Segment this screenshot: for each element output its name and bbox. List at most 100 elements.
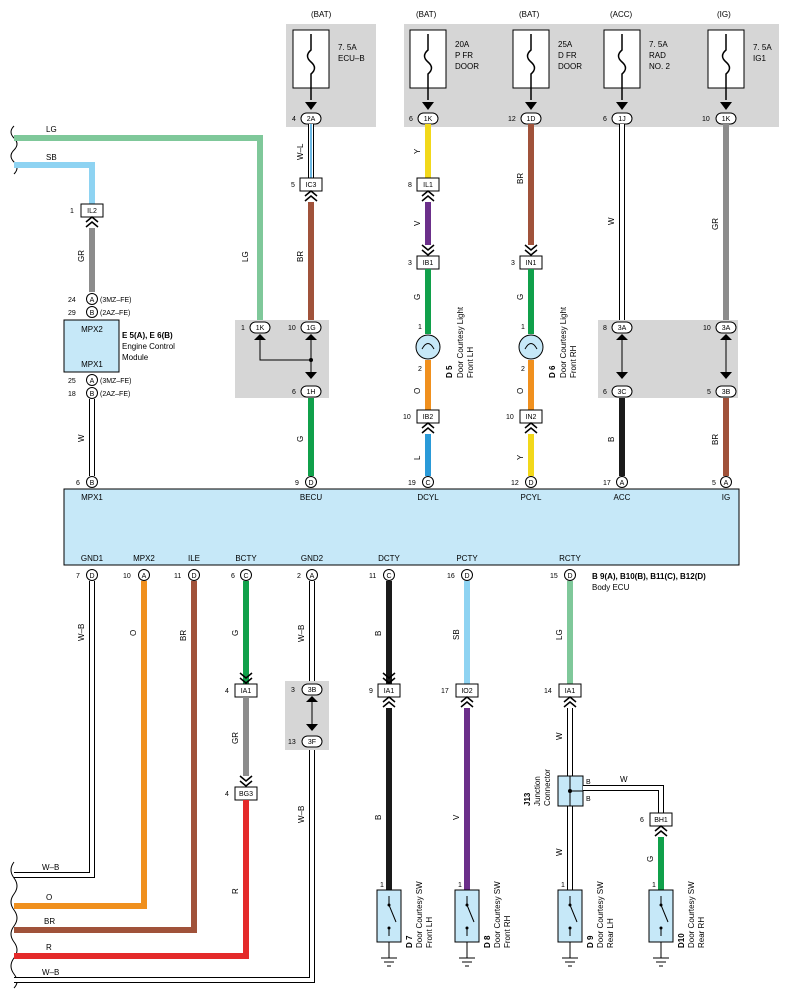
svg-text:6: 6 [76, 480, 80, 487]
svg-text:IB1: IB1 [423, 260, 434, 267]
svg-text:1J: 1J [618, 116, 625, 123]
wire-label: B [374, 815, 383, 820]
svg-text:MPX1: MPX1 [81, 360, 103, 369]
junction-2-connectors: 3A 8 3C 6 3A 10 3B 5 [603, 321, 737, 398]
svg-text:17: 17 [441, 688, 449, 695]
svg-text:DOOR: DOOR [455, 62, 479, 71]
wire-label: R [46, 943, 52, 952]
svg-text:DCTY: DCTY [378, 554, 400, 563]
chevron-icon [239, 775, 253, 787]
wire-br-ile [14, 581, 197, 933]
chevron-icon [239, 672, 253, 684]
svg-text:1: 1 [380, 882, 384, 889]
svg-text:B: B [586, 796, 591, 803]
wire-r-bcty [14, 800, 249, 959]
fuse-source-label: (ACC) [610, 10, 633, 19]
svg-text:Door Courtesy Light: Door Courtesy Light [559, 306, 568, 378]
svg-text:Module: Module [122, 353, 149, 362]
svg-text:11: 11 [174, 573, 181, 580]
wire-label: B [607, 437, 616, 442]
svg-text:Rear RH: Rear RH [697, 917, 706, 948]
svg-text:16: 16 [447, 573, 455, 580]
wire-label: B [374, 631, 383, 636]
svg-text:RCTY: RCTY [559, 554, 581, 563]
svg-text:BG3: BG3 [239, 791, 253, 798]
wire-label: O [413, 388, 422, 394]
svg-text:3: 3 [291, 687, 295, 694]
wire-lg-top [14, 135, 263, 322]
svg-text:7. 5A: 7. 5A [753, 43, 772, 52]
svg-text:C: C [243, 573, 248, 580]
svg-text:(3MZ–FE): (3MZ–FE) [100, 297, 132, 304]
wire-label: LG [241, 251, 250, 262]
connector-in2: IN2 10 [506, 409, 543, 424]
door-light-front-lh: D 5 Door Courtesy Light Front LH [415, 306, 475, 378]
wire-label: O [129, 630, 138, 636]
wire-label: W [555, 732, 564, 740]
svg-text:A: A [620, 480, 625, 487]
body-ecu: MPX1 BECU DCYL PCYL ACC IG GND1 MPX2 ILE… [63, 488, 740, 566]
wire-label: W–B [42, 863, 59, 872]
svg-text:13: 13 [288, 739, 296, 746]
wire-label: W [555, 848, 564, 856]
svg-text:Engine Control: Engine Control [122, 342, 175, 351]
svg-text:B: B [586, 779, 591, 786]
svg-text:2A: 2A [307, 116, 316, 123]
svg-text:Door Courtesy SW: Door Courtesy SW [415, 881, 424, 948]
door-switch-d9: 1 D 9 Door Courtesy SW Rear LH [557, 881, 615, 967]
svg-text:6: 6 [603, 389, 607, 396]
chevron-icon [524, 244, 538, 256]
svg-text:10: 10 [403, 414, 411, 421]
svg-text:DOOR: DOOR [558, 62, 582, 71]
svg-text:12: 12 [511, 480, 519, 487]
connector-ib1: IB1 3 [408, 255, 440, 270]
svg-text:8: 8 [408, 182, 412, 189]
svg-text:9: 9 [369, 688, 373, 695]
svg-text:10: 10 [702, 116, 710, 123]
svg-text:ILE: ILE [188, 554, 200, 563]
fuse-rad-no2: 7. 5A RAD NO. 2 [603, 29, 670, 100]
pin-label: 2 [418, 366, 422, 373]
svg-text:PCYL: PCYL [521, 493, 542, 502]
svg-text:IC3: IC3 [306, 182, 317, 189]
door-switch-d8: 1 D 8 Door Courtesy SW Front RH [454, 881, 512, 967]
svg-text:IB2: IB2 [423, 414, 434, 421]
svg-text:1K: 1K [722, 116, 731, 123]
svg-text:29: 29 [68, 310, 76, 317]
ecm-pins-top: A 24 (3MZ–FE) B 29 (2AZ–FE) [68, 293, 132, 318]
wire-label: GR [77, 250, 86, 262]
wire-label: L [413, 455, 422, 460]
svg-text:E 5(A), E 6(B): E 5(A), E 6(B) [122, 331, 173, 340]
svg-text:25: 25 [68, 378, 76, 385]
svg-text:IG1: IG1 [753, 54, 766, 63]
svg-text:5: 5 [707, 389, 711, 396]
svg-text:BECU: BECU [300, 493, 322, 502]
svg-text:BCTY: BCTY [235, 554, 257, 563]
wire-label: V [452, 814, 461, 820]
svg-text:(3MZ–FE): (3MZ–FE) [100, 378, 132, 385]
pin-label: 1 [521, 324, 525, 331]
wire-w-j13-bh1 [583, 785, 664, 813]
svg-text:D: D [89, 573, 94, 580]
fuse-source-label: (BAT) [519, 10, 540, 19]
svg-text:B: B [90, 480, 95, 487]
svg-text:ECU–B: ECU–B [338, 54, 365, 63]
svg-text:P FR: P FR [455, 51, 473, 60]
svg-text:24: 24 [68, 297, 76, 304]
svg-text:18: 18 [68, 391, 76, 398]
svg-text:MPX2: MPX2 [133, 554, 155, 563]
svg-text:7. 5A: 7. 5A [338, 43, 357, 52]
svg-text:IA1: IA1 [241, 688, 252, 695]
svg-text:BH1: BH1 [654, 817, 668, 824]
connector-ia1-rcty: IA1 14 [544, 683, 582, 698]
svg-text:DCYL: DCYL [417, 493, 439, 502]
wire-label: R [231, 888, 240, 894]
wire-label: BR [296, 251, 305, 262]
body-ecu-top-pins: B 6 D 9 C 19 D 12 A 17 A 5 [76, 476, 732, 488]
svg-text:1D: 1D [527, 116, 536, 123]
wire-label: BR [516, 173, 525, 184]
svg-text:9: 9 [295, 480, 299, 487]
svg-text:10: 10 [506, 414, 514, 421]
wire-o-mpx2 [14, 581, 147, 909]
